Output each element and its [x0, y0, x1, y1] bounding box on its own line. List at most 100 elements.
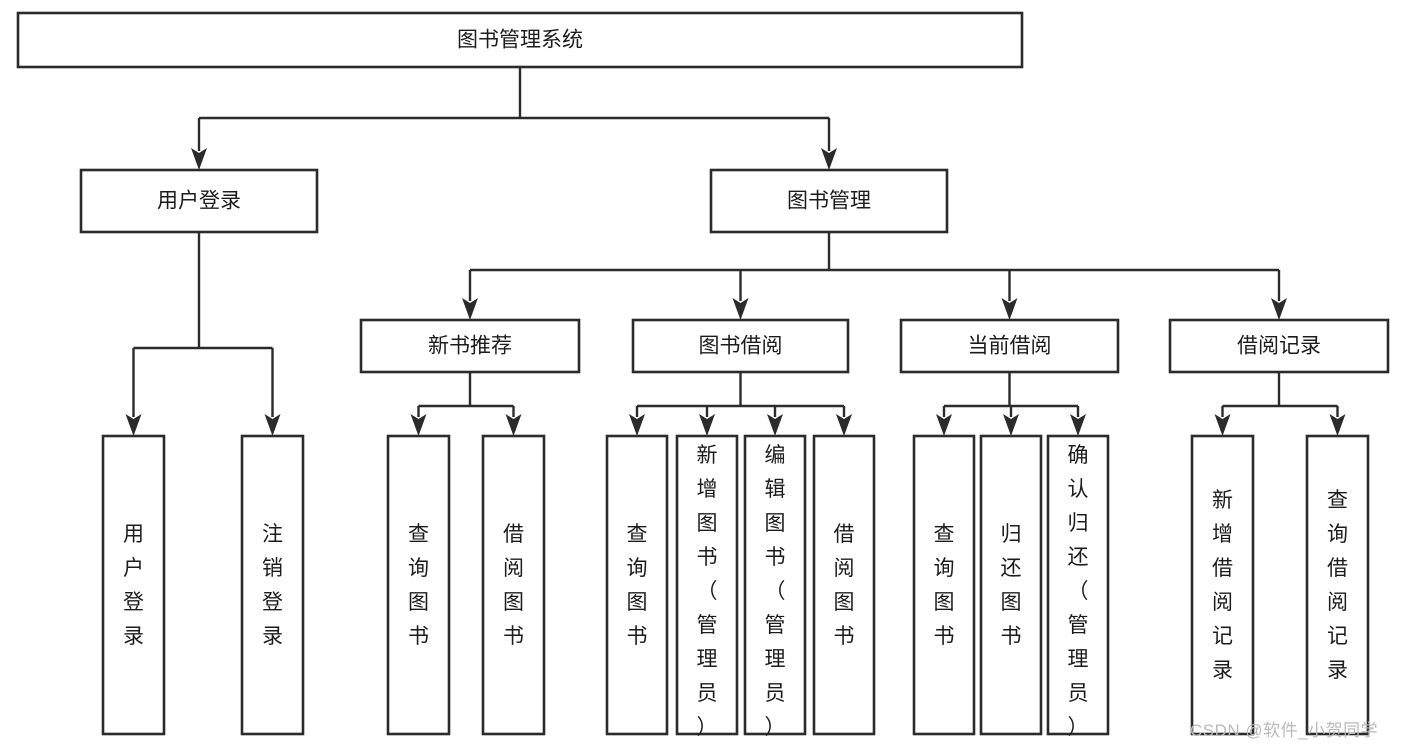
node-label-char: 图	[408, 591, 429, 614]
node-label-char: 查	[1327, 489, 1348, 512]
node-box[interactable]	[1305, 434, 1370, 736]
node-leaf-borrow-edit[interactable]: 编辑图书（管理员）	[743, 434, 807, 739]
node-label-char: 管	[1068, 614, 1089, 637]
arrow-head-icon	[125, 414, 142, 436]
node-label-char: 员	[697, 682, 718, 705]
node-label: 图书借阅	[699, 335, 783, 358]
node-leaf-cur-confirm[interactable]: 确认归还（管理员）	[1046, 434, 1110, 739]
node-label-char: 录	[1212, 659, 1233, 682]
node-label: 借阅图书	[834, 523, 855, 648]
node-user-login[interactable]: 用户登录	[79, 168, 319, 234]
connector-group	[191, 67, 837, 170]
node-leaf-user-logout[interactable]: 注销登录	[240, 434, 305, 736]
node-borrow-record[interactable]: 借阅记录	[1168, 318, 1390, 374]
node-label-char: 登	[262, 591, 283, 614]
node-box[interactable]	[481, 434, 546, 736]
node-root[interactable]: 图书管理系统	[16, 11, 1024, 69]
node-label-char: ）	[1068, 716, 1089, 739]
node-label: 确认归还（管理员）	[1068, 444, 1089, 739]
node-book-borrow[interactable]: 图书借阅	[631, 318, 850, 374]
node-box[interactable]	[1168, 318, 1390, 374]
node-label-char: 图	[834, 591, 855, 614]
node-label-char: （	[697, 580, 718, 603]
node-label-char: 辑	[765, 478, 786, 501]
node-label-char: 注	[262, 523, 283, 546]
connector-group	[410, 372, 522, 436]
node-box[interactable]	[912, 434, 976, 736]
node-book-manage[interactable]: 图书管理	[709, 168, 949, 234]
node-label-char: 借	[503, 523, 524, 546]
node-label-char: 书	[834, 625, 855, 648]
node-box[interactable]	[79, 168, 319, 234]
node-leaf-user-login[interactable]: 用户登录	[101, 434, 166, 736]
arrow-head-icon	[1001, 298, 1018, 320]
node-box[interactable]	[675, 434, 739, 736]
node-current-borrow[interactable]: 当前借阅	[899, 318, 1120, 374]
arrow-head-icon	[1003, 414, 1019, 436]
node-label: 查询借阅记录	[1327, 489, 1348, 682]
node-box[interactable]	[1190, 434, 1255, 736]
connector-group	[936, 372, 1086, 436]
node-leaf-cur-return[interactable]: 归还图书	[979, 434, 1043, 736]
csdn-watermark: CSDN @软件_小贺同学	[1190, 721, 1379, 740]
node-leaf-cur-query[interactable]: 查询图书	[912, 434, 976, 736]
node-new-book-rec[interactable]: 新书推荐	[359, 318, 581, 374]
arrow-head-icon	[264, 414, 281, 436]
node-box[interactable]	[1046, 434, 1110, 736]
node-leaf-borrow-add[interactable]: 新增图书（管理员）	[675, 434, 739, 739]
node-label: 新书推荐	[428, 335, 512, 358]
node-label-char: 登	[123, 591, 144, 614]
node-box[interactable]	[812, 434, 876, 736]
node-label-char: 记	[1327, 625, 1348, 648]
node-box[interactable]	[359, 318, 581, 374]
node-label-char: 新	[1212, 489, 1233, 512]
node-leaf-borrow-do[interactable]: 借阅图书	[812, 434, 876, 736]
node-label-char: 阅	[1212, 591, 1233, 614]
node-label-char: 管	[765, 614, 786, 637]
node-label-char: 还	[1001, 557, 1022, 580]
node-label-char: 书	[1001, 625, 1022, 648]
node-leaf-rec-add[interactable]: 新增借阅记录	[1190, 434, 1255, 736]
node-label-char: 图	[1001, 591, 1022, 614]
node-label-char: 书	[627, 625, 648, 648]
arrow-head-icon	[732, 298, 749, 320]
node-label: 查询图书	[408, 523, 429, 648]
node-label-char: 书	[503, 625, 524, 648]
connector-group	[125, 232, 281, 436]
node-label-char: 查	[408, 523, 429, 546]
arrow-head-icon	[836, 414, 852, 436]
node-label-char: 阅	[503, 557, 524, 580]
node-label-char: 还	[1068, 546, 1089, 569]
node-box[interactable]	[240, 434, 305, 736]
node-label: 查询图书	[934, 523, 955, 648]
node-box[interactable]	[743, 434, 807, 736]
node-label-char: 员	[765, 682, 786, 705]
node-leaf-rec-borrow[interactable]: 借阅图书	[481, 434, 546, 736]
node-label-char: 书	[697, 546, 718, 569]
node-label-char: 新	[697, 444, 718, 467]
node-label: 用户登录	[123, 523, 144, 648]
node-box[interactable]	[899, 318, 1120, 374]
node-label-char: 录	[262, 625, 283, 648]
node-box[interactable]	[101, 434, 166, 736]
node-label-char: 图	[627, 591, 648, 614]
node-box[interactable]	[979, 434, 1043, 736]
connector-layer	[125, 67, 1346, 436]
node-box[interactable]	[605, 434, 669, 736]
node-label-char: 理	[765, 648, 786, 671]
node-box[interactable]	[709, 168, 949, 234]
node-label-char: 编	[765, 444, 786, 467]
node-label-char: 图	[697, 512, 718, 535]
node-box[interactable]	[16, 11, 1024, 69]
node-box[interactable]	[386, 434, 451, 736]
arrow-head-icon	[1214, 414, 1231, 436]
arrow-head-icon	[936, 414, 952, 436]
node-leaf-borrow-query[interactable]: 查询图书	[605, 434, 669, 736]
arrow-head-icon	[462, 298, 478, 320]
node-leaf-rec-query[interactable]: 查询图书	[386, 434, 451, 736]
node-box[interactable]	[631, 318, 850, 374]
node-label-char: 借	[1212, 557, 1233, 580]
node-leaf-rec-search[interactable]: 查询借阅记录	[1305, 434, 1370, 736]
node-label-char: 确	[1068, 444, 1089, 467]
